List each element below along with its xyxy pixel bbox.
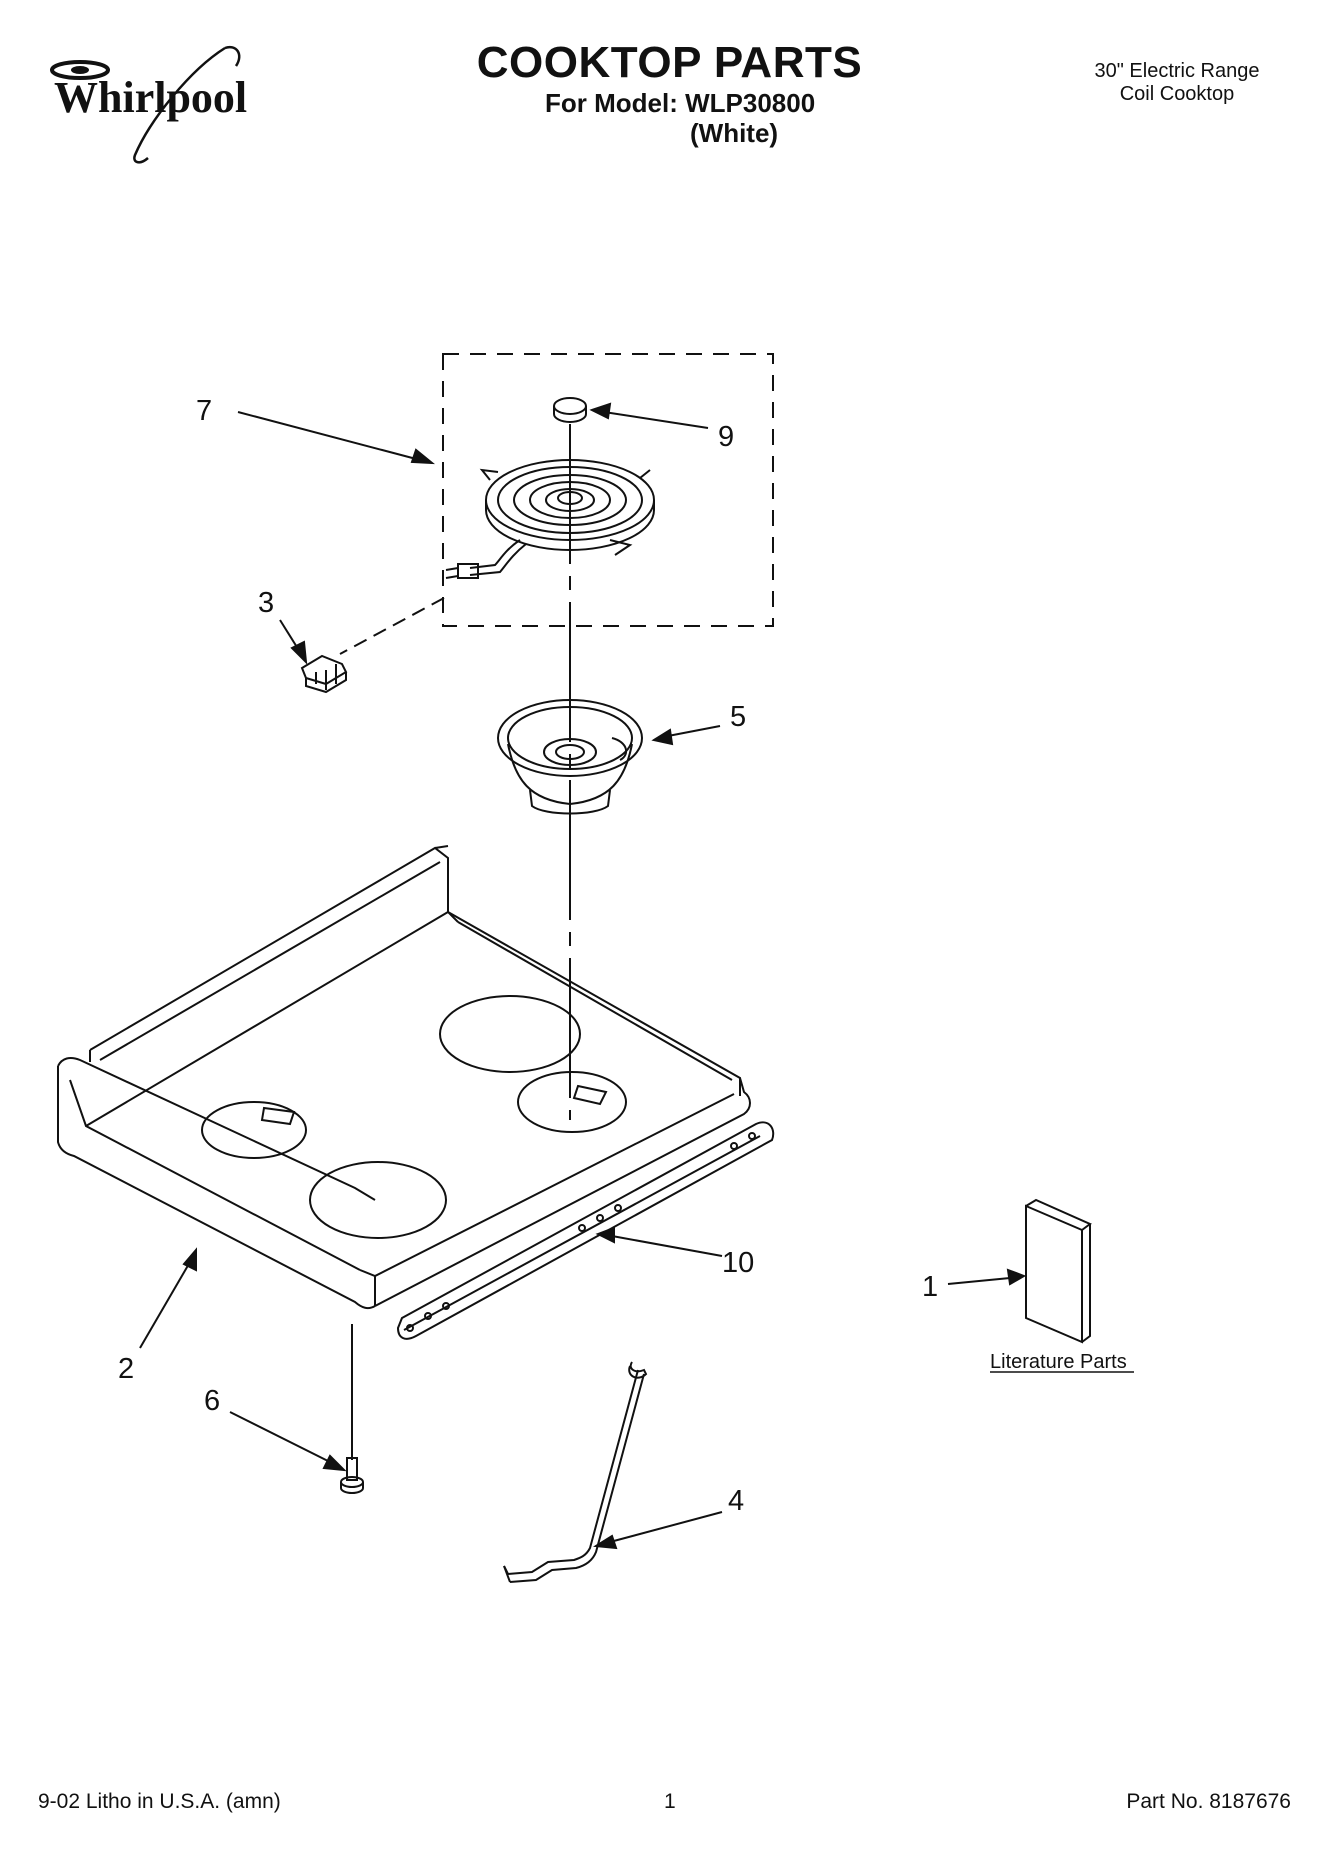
- burner-opening-small-rear: [518, 1072, 626, 1132]
- model-color: (White): [690, 118, 779, 148]
- callout-2: 2: [118, 1353, 134, 1385]
- callout-5: 5: [730, 701, 746, 733]
- brand-wordmark: Whirlpool: [54, 73, 247, 122]
- part-10-support-bracket: [398, 1122, 773, 1338]
- surface-element-group-box: [443, 354, 773, 626]
- page-number: 1: [664, 1790, 676, 1813]
- part-4-rod: [504, 1362, 646, 1582]
- burner-opening-large-front: [310, 1162, 446, 1238]
- whirlpool-logo-graphic: Whirlpool: [40, 40, 247, 170]
- callout-3: 3: [258, 587, 274, 619]
- part-9-cap: [554, 398, 586, 422]
- callout-10: 10: [722, 1247, 754, 1279]
- burner-opening-large-rear: [440, 996, 580, 1072]
- callout-4: 4: [728, 1485, 744, 1517]
- callout-1: 1: [922, 1271, 938, 1303]
- part-2-cooktop: [58, 846, 750, 1308]
- literature-parts-label: Literature Parts: [990, 1351, 1127, 1373]
- page-title: COOKTOP PARTS: [476, 38, 863, 87]
- callout-6: 6: [204, 1385, 220, 1417]
- callout-7: 7: [196, 395, 212, 427]
- part-1-literature: [1026, 1200, 1090, 1342]
- part-3-terminal-block: [302, 656, 346, 692]
- model-number: For Model: WLP30800: [545, 88, 816, 118]
- product-subtype: Coil Cooktop: [1119, 83, 1235, 105]
- part-6-screw: [341, 1324, 363, 1493]
- burner-opening-small-front: [202, 1102, 306, 1158]
- print-info: 9-02 Litho in U.S.A. (amn): [38, 1790, 281, 1813]
- part-7-surface-element: [446, 460, 654, 578]
- callout-9: 9: [718, 421, 734, 453]
- callout-leaders: [140, 404, 1024, 1548]
- product-type: 30" Electric Range: [1094, 60, 1260, 82]
- part-number: Part No. 8187676: [1126, 1790, 1291, 1813]
- whirlpool-logo: Whirlpool: [40, 40, 300, 170]
